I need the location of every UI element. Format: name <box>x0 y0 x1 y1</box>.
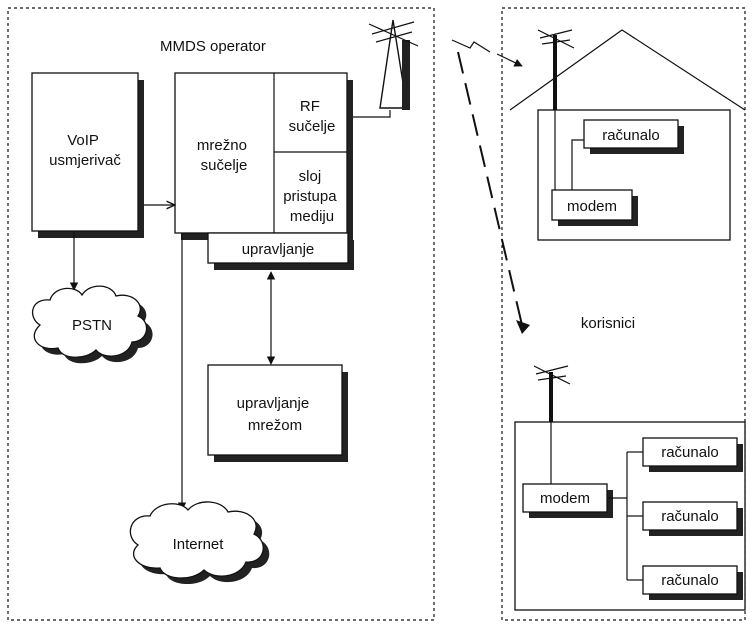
radio-link-to-office <box>457 51 530 334</box>
house-modem-label: modem <box>567 198 617 215</box>
rf-interface-label: RF sučelje <box>289 98 336 135</box>
office-computer-1-box <box>642 437 738 467</box>
voip-router-label: VoIP usmjerivač <box>49 132 121 169</box>
office-lan-lines <box>607 451 643 581</box>
house-antenna-icon <box>537 29 575 110</box>
office-modem-label: modem <box>540 490 590 507</box>
operator-antenna-icon <box>368 19 419 110</box>
network-management-label: upravljanje mrežom <box>237 395 314 434</box>
users-region <box>501 7 746 621</box>
office-computer-2-box <box>642 501 738 531</box>
office-antenna-icon <box>533 365 571 422</box>
operator-main-box <box>174 72 348 234</box>
office-computer-3-label: računalo <box>661 572 719 589</box>
antenna-feed-line <box>340 110 391 118</box>
house-computer-box <box>583 119 679 149</box>
office-computer-3-box <box>642 565 738 595</box>
office-modem-box <box>522 483 608 513</box>
pstn-cloud <box>31 285 153 364</box>
mac-layer-label: sloj pristupa mediju <box>283 168 341 225</box>
network-management-box <box>207 364 343 456</box>
house-modem-computer-line <box>571 139 585 190</box>
house-computer-label: računalo <box>602 127 660 144</box>
office-computer-2-label: računalo <box>661 508 719 525</box>
radio-link-to-house <box>451 39 523 67</box>
network-interface-label: mrežno sučelje <box>197 137 251 174</box>
house-modem-box <box>551 189 633 221</box>
pstn-label: PSTN <box>72 317 112 334</box>
management-box <box>207 232 349 264</box>
voip-router-box <box>31 72 139 232</box>
internet-label: Internet <box>173 536 225 553</box>
users-label: korisnici <box>581 315 635 332</box>
operator-region <box>7 7 435 621</box>
office-computer-1-label: računalo <box>661 444 719 461</box>
internet-cloud <box>129 501 270 585</box>
operator-title: MMDS operator <box>160 38 266 55</box>
management-label: upravljanje <box>242 241 315 258</box>
